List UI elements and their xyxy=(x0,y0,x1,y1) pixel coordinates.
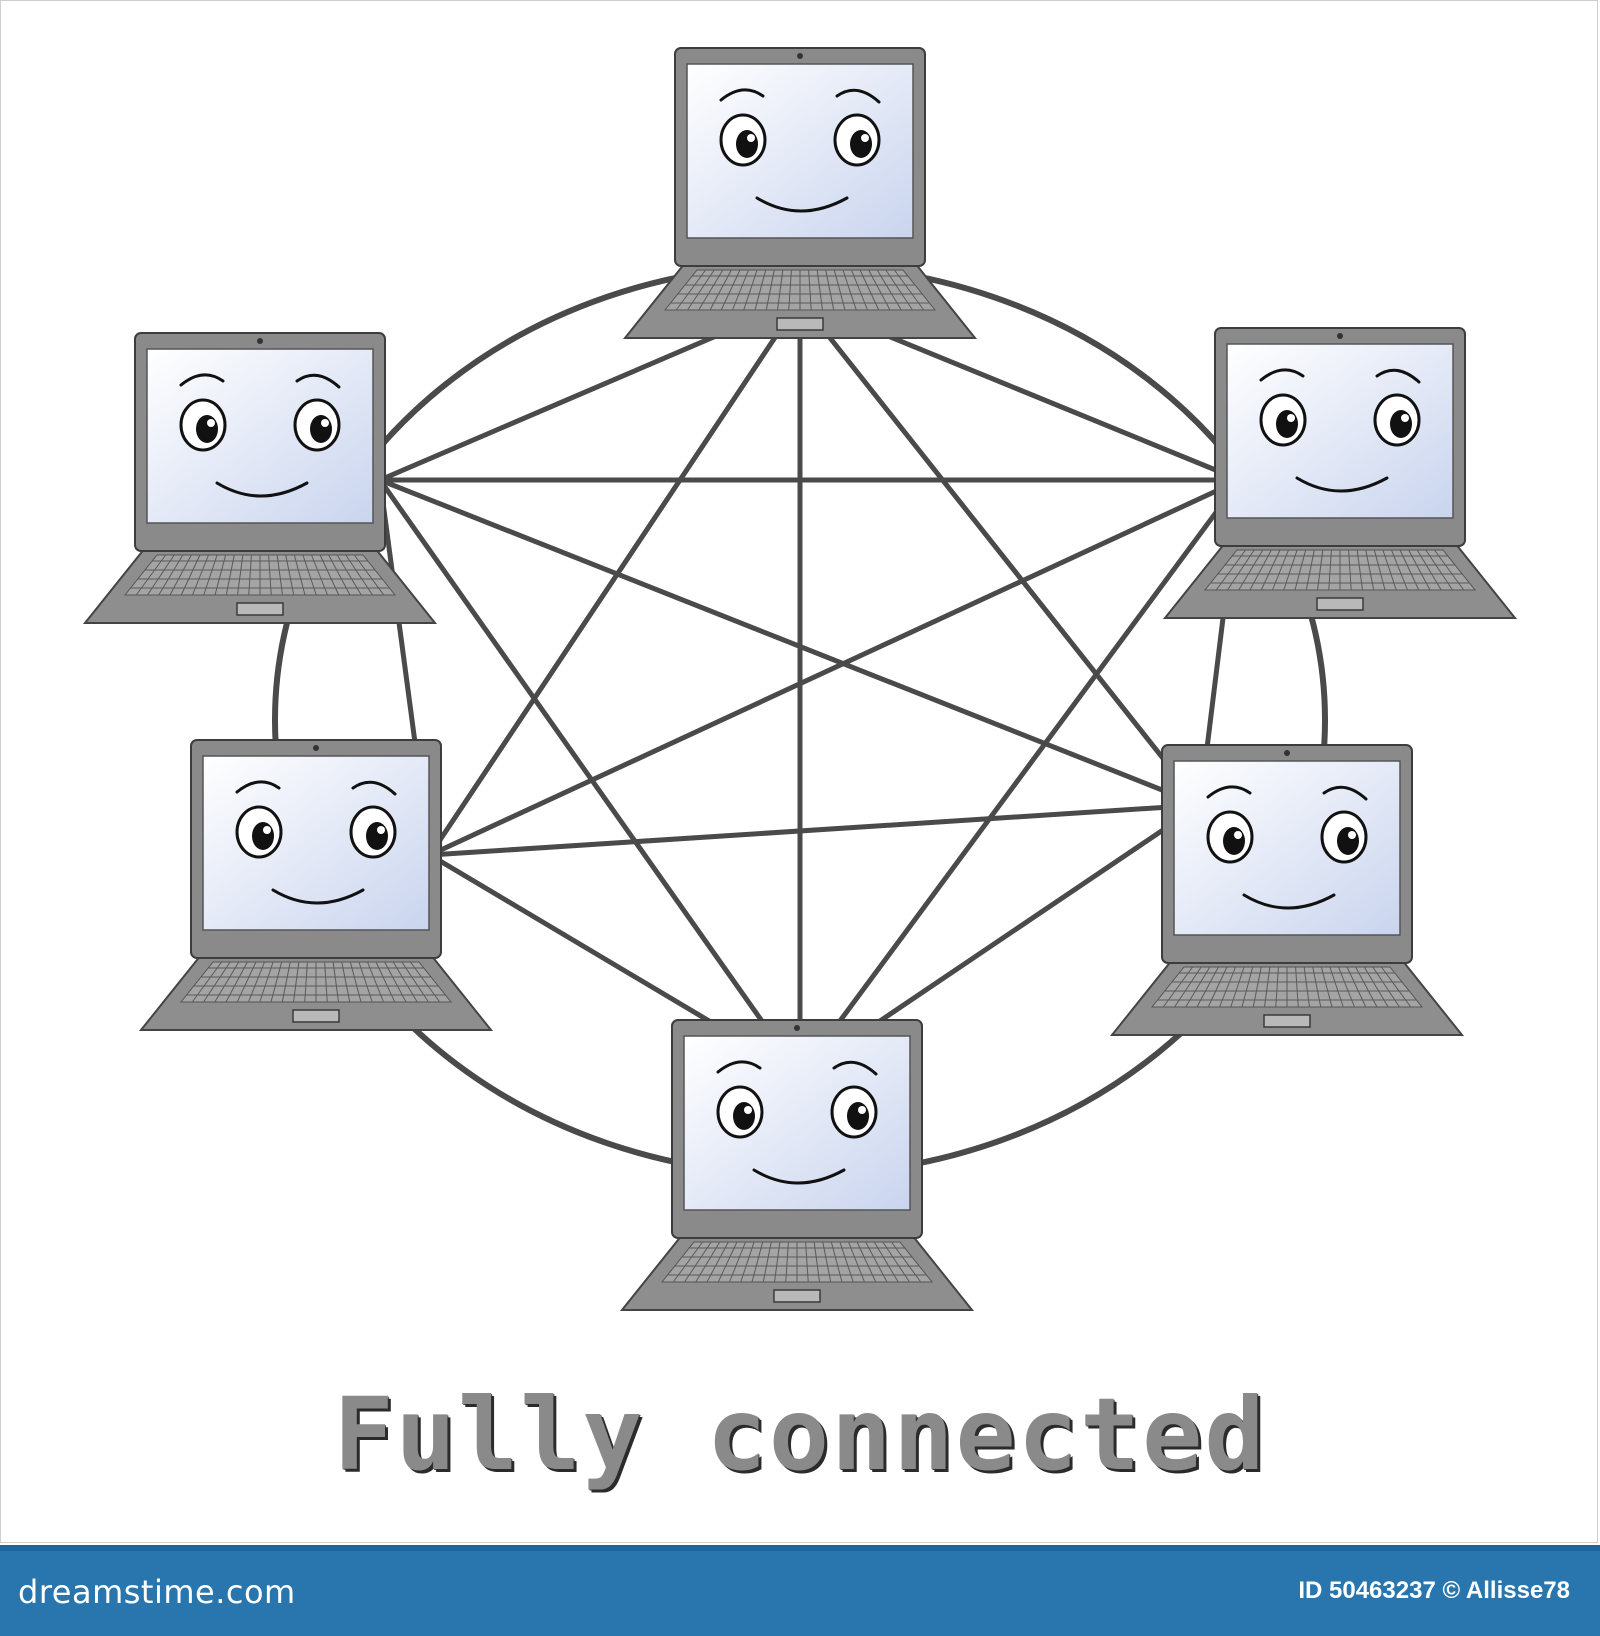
touchpad xyxy=(236,602,284,616)
laptop-upper-left xyxy=(82,332,438,624)
link-upper-right-to-bottom xyxy=(797,477,1243,1078)
laptop-top xyxy=(622,47,978,339)
touchpad xyxy=(1316,597,1364,611)
link-lower-right-to-upper-left xyxy=(377,477,1203,808)
smiley-face-icon xyxy=(716,1060,878,1185)
touchpad xyxy=(292,1009,340,1023)
link-lower-right-to-lower-left xyxy=(427,802,1203,858)
image-frame xyxy=(0,0,1598,1543)
webcam-icon xyxy=(257,338,263,344)
diagram-title: Fully connected xyxy=(333,1376,1267,1493)
laptop-upper-right xyxy=(1162,327,1518,619)
webcam-icon xyxy=(794,1025,800,1031)
laptop-nodes xyxy=(82,47,1518,1311)
webcam-icon xyxy=(1284,750,1290,756)
laptop-bottom xyxy=(619,1019,975,1311)
smiley-face-icon xyxy=(235,780,397,905)
smiley-face-icon xyxy=(179,373,341,498)
smiley-face-icon xyxy=(1259,368,1421,493)
link-upper-right-to-lower-left xyxy=(427,477,1243,858)
touchpad xyxy=(776,317,824,331)
network-diagram xyxy=(82,47,1518,1311)
footer-bar: dreamstime.com ID 50463237 © Allisse78 xyxy=(0,1545,1600,1636)
webcam-icon xyxy=(1337,333,1343,339)
webcam-icon xyxy=(797,53,803,59)
keyboard-icon xyxy=(179,961,453,1003)
touchpad xyxy=(1263,1014,1311,1028)
keyboard-icon xyxy=(1203,549,1477,591)
webcam-icon xyxy=(313,745,319,751)
laptop-lower-left xyxy=(138,739,494,1031)
footer-credit: ID 50463237 © Allisse78 xyxy=(1298,1577,1570,1604)
link-bottom-to-upper-left xyxy=(377,477,803,1078)
keyboard-icon xyxy=(1150,966,1424,1008)
keyboard-icon xyxy=(660,1241,934,1283)
keyboard-icon xyxy=(123,554,397,596)
smiley-face-icon xyxy=(719,88,881,213)
link-top-to-lower-right xyxy=(797,297,1203,808)
touchpad xyxy=(773,1289,821,1303)
smiley-face-icon xyxy=(1206,785,1368,910)
laptop-lower-right xyxy=(1109,744,1465,1036)
keyboard-icon xyxy=(663,269,937,311)
link-top-to-lower-left xyxy=(427,297,803,858)
footer-logo-watermark: dreamstime.com xyxy=(18,1573,296,1611)
